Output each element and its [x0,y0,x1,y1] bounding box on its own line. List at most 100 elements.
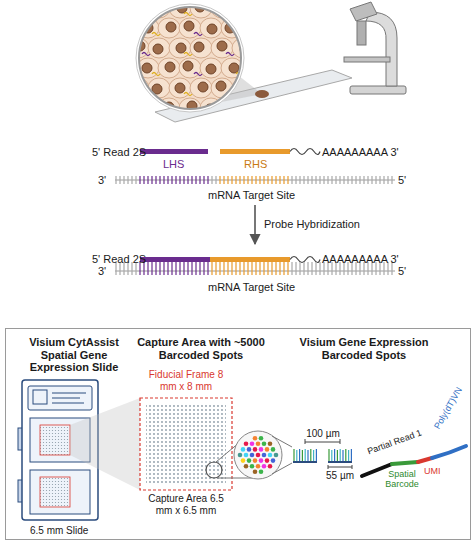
mrna-base [279,176,280,184]
lhs-probe [140,149,208,154]
mrna-base [263,262,264,275]
diameter-bracket [328,465,352,469]
tissue-cell [211,38,233,58]
barcoded-spot [247,447,252,452]
umi-segment [418,458,432,462]
mrna-base [275,176,276,184]
rhs-probe [210,257,290,262]
zoom-cone [70,398,140,490]
tissue-cell [232,0,254,18]
partial-read1-segment [362,464,392,476]
mrna-base [139,176,140,184]
barcoded-spot [256,464,261,469]
barcoded-spot [250,453,255,458]
cell-nucleus [206,64,216,74]
mrna-base [223,176,224,184]
probe-label: 5' Read 2S [92,146,146,159]
zoom-circle [206,462,222,478]
tissue-cell [127,78,149,98]
probe-label: mRNA Target Site [208,189,295,202]
tissue-cell [127,38,149,58]
cell-nucleus [218,1,228,11]
transcript [142,13,150,16]
transcript [236,113,244,116]
panel-heading: Visium Gene Expression Barcoded Spots [289,336,439,361]
mrna-base [307,176,308,184]
mrna-base [315,176,316,184]
slide-capture-area [40,425,70,455]
barcoded-spot [250,464,255,469]
mrna-base [391,176,392,184]
tissue-cell [190,78,212,98]
mrna-base [171,176,172,184]
mrna-base [171,262,172,275]
tissue-cell [190,38,212,58]
zoom-line [272,436,292,447]
tissue-cell [158,58,180,78]
transcript [184,53,192,56]
barcoded-spot [262,442,267,447]
transcript [184,13,192,16]
slide-capture-area [40,477,70,507]
cell-nucleus [229,63,239,73]
mrna-base [287,176,288,184]
barcoded-spot [244,442,249,447]
cell-nucleus [176,43,186,53]
panel-heading: Visium CytAssist Spatial Gene Expression… [10,336,138,374]
mrna-base [271,262,272,275]
mrna-base [155,176,156,184]
probe-label: AAAAAAAAA 3' [322,253,399,266]
cell-nucleus [166,22,176,32]
mrna-base [119,176,120,184]
tissue-cell [211,0,233,18]
tissue-cell [221,98,243,118]
mrna-base [343,176,344,184]
mrna-base [223,262,224,275]
cell-nucleus [175,83,185,93]
tissue-cell [148,78,170,98]
mrna-base [359,176,360,184]
spatial-barcode-label: Spatial Barcode [380,469,424,490]
mrna-base [219,262,220,275]
cell-nucleus [246,102,256,112]
slide-label-line [52,403,84,404]
mrna-base [167,262,168,275]
mrna-base [383,176,384,184]
mrna-base [367,176,368,184]
mrna-base [311,262,312,275]
mrna-base [183,262,184,275]
spatial-barcode-segment [392,462,418,464]
barcoded-spot [241,447,246,452]
mrna-base [263,176,264,184]
spot-base [293,461,317,463]
mrna-base [179,262,180,275]
mrna-base [303,262,304,275]
cell-nucleus [228,103,238,113]
barcoded-spot [244,453,249,458]
tissue-cell [158,18,180,38]
mrna-base [115,176,116,184]
capture-oligo [345,449,346,462]
cell-nucleus [247,62,257,72]
mrna-base [195,262,196,275]
mrna-base [207,262,208,275]
cell-nucleus [184,21,194,31]
mrna-base [355,176,356,184]
barcoded-spot [250,442,255,447]
mrna-base [143,176,144,184]
probe-label: LHS [163,158,184,171]
capture-oligo [305,449,306,462]
tissue-ground [136,4,246,114]
capture-oligo [334,449,335,462]
tissue-cell [242,98,264,118]
mrna-base [247,262,248,275]
mrna-base [159,262,160,275]
panel-heading: Capture Area with ~5000 Barcoded Spots [135,336,267,361]
tissue-cell [179,18,201,38]
cell-nucleus [248,22,258,32]
cell-nucleus [217,41,227,51]
barcoded-spot [271,447,276,452]
mrna-base [231,262,232,275]
barcoded-spot [256,442,261,447]
probe-label: 5' [398,174,406,187]
